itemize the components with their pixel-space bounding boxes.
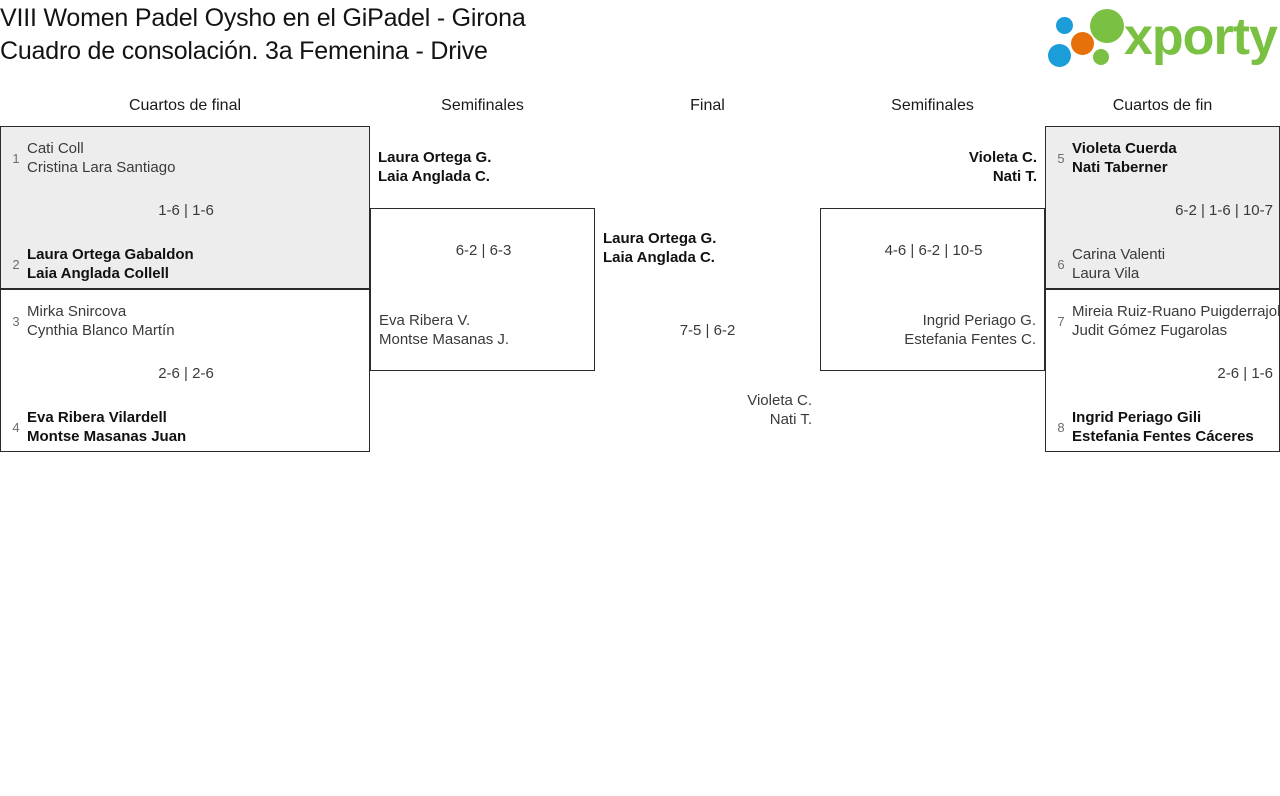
player-1-name: Eva Ribera Vilardell [27, 409, 167, 426]
player-1-name: Laura Ortega G. [603, 230, 717, 247]
player-2-name: Estefania Fentes C. [904, 331, 1036, 348]
logo-dot-blue-small [1056, 17, 1073, 34]
player-2-name: Laia Anglada C. [603, 249, 715, 266]
seed-number: 7 [1057, 313, 1065, 329]
player-2-name: Montse Masanas J. [379, 331, 510, 348]
player-2-name: Cristina Lara Santiago [27, 159, 176, 176]
match-qf3-team-top[interactable]: 5 Violeta Cuerda Nati Taberner [1054, 139, 1181, 177]
match-sf1[interactable]: 6-2 | 6-3 Eva Ribera V. Montse Masanas J… [370, 208, 595, 371]
match-sf2-team-bottom[interactable]: Ingrid Periago G. Estefania Fentes C. [904, 311, 1036, 349]
match-final-team-top[interactable]: Laura Ortega G. Laia Anglada C. [603, 229, 716, 267]
player-1-name: Cati Coll [27, 140, 84, 157]
player-2-name: Nati Taberner [1072, 159, 1168, 176]
match-qf4-score: 2-6 | 1-6 [1217, 365, 1273, 382]
player-1-name: Laura Ortega Gabaldon [27, 246, 194, 263]
match-qf2-team-top[interactable]: 3 Mirka Snircova Cynthia Blanco Martín [9, 302, 179, 340]
match-qf2[interactable]: 3 Mirka Snircova Cynthia Blanco Martín 2… [0, 289, 370, 452]
match-qf2-team-bottom[interactable]: 4 Eva Ribera Vilardell Montse Masanas Ju… [9, 408, 190, 446]
team-names: Carina Valenti Laura Vila [1068, 245, 1169, 283]
match-qf4[interactable]: 7 Mireia Ruiz-Ruano Puigderrajols Judit … [1045, 289, 1280, 452]
match-qf3-score: 6-2 | 1-6 | 10-7 [1175, 202, 1273, 219]
team-names: Ingrid Periago Gili Estefania Fentes Các… [1068, 408, 1258, 446]
player-1-name: Ingrid Periago Gili [1072, 409, 1202, 426]
match-final[interactable]: 7-5 | 6-2 Violeta C. Nati T. [595, 289, 820, 452]
xporty-logo[interactable]: xporty [1048, 6, 1278, 68]
match-qf4-team-bottom[interactable]: 8 Ingrid Periago Gili Estefania Fentes C… [1054, 408, 1258, 446]
logo-dot-orange [1071, 32, 1094, 55]
seed-number: 1 [12, 150, 20, 166]
match-sf2[interactable]: 4-6 | 6-2 | 10-5 Ingrid Periago G. Estef… [820, 208, 1045, 371]
team-names: Eva Ribera Vilardell Montse Masanas Juan [23, 408, 190, 446]
player-2-name: Laia Anglada Collell [27, 265, 169, 282]
player-1-name: Laura Ortega G. [378, 149, 492, 166]
match-qf3[interactable]: 5 Violeta Cuerda Nati Taberner 6-2 | 1-6… [1045, 126, 1280, 289]
team-names: Cati Coll Cristina Lara Santiago [23, 139, 179, 177]
match-sf1-team-bottom[interactable]: Eva Ribera V. Montse Masanas J. [379, 311, 509, 349]
seed-number: 2 [12, 256, 20, 272]
player-2-name: Estefania Fentes Cáceres [1072, 428, 1254, 445]
player-2-name: Nati T. [769, 411, 812, 428]
seed-number: 4 [12, 419, 20, 435]
player-2-name: Laura Vila [1072, 265, 1140, 282]
page-header: VIII Women Padel Oysho en el GiPadel - G… [0, 0, 1280, 78]
player-2-name: Nati T. [992, 168, 1037, 185]
player-2-name: Montse Masanas Juan [27, 428, 187, 445]
match-sf2-team-top[interactable]: Violeta C. Nati T. [969, 148, 1037, 186]
round-header-cuartos-de-final-left: Cuartos de final [128, 97, 242, 114]
logo-wordmark: xporty [1124, 8, 1278, 66]
logo-dot-green-small [1093, 49, 1109, 65]
match-qf1-team-bottom[interactable]: 2 Laura Ortega Gabaldon Laia Anglada Col… [9, 245, 198, 283]
logo-dot-green-large [1090, 9, 1124, 43]
team-names: Violeta Cuerda Nati Taberner [1068, 139, 1181, 177]
player-1-name: Ingrid Periago G. [922, 312, 1036, 329]
match-sf2-score: 4-6 | 6-2 | 10-5 [884, 242, 983, 259]
seed-number: 5 [1057, 150, 1065, 166]
round-header-semifinales-right: Semifinales [891, 97, 974, 114]
round-header-cuartos-de-final-right: Cuartos de fin [1112, 97, 1213, 114]
round-header-semifinales-left: Semifinales [441, 97, 524, 114]
bracket-subtitle: Cuadro de consolación. 3a Femenina - Dri… [0, 37, 488, 65]
team-names: Mireia Ruiz-Ruano Puigderrajols Judit Gó… [1068, 302, 1280, 340]
player-2-name: Laia Anglada C. [378, 168, 490, 185]
player-1-name: Violeta C. [968, 149, 1037, 166]
match-sf1-score: 6-2 | 6-3 [455, 242, 512, 259]
match-qf1-score: 1-6 | 1-6 [158, 202, 214, 219]
page-title: VIII Women Padel Oysho en el GiPadel - G… [0, 2, 526, 68]
team-names: Laura Ortega Gabaldon Laia Anglada Colle… [23, 245, 198, 283]
match-final-team-bottom[interactable]: Violeta C. Nati T. [747, 391, 812, 429]
player-1-name: Violeta C. [747, 392, 812, 409]
logo-dot-blue-large [1048, 44, 1071, 67]
match-qf3-team-bottom[interactable]: 6 Carina Valenti Laura Vila [1054, 245, 1169, 283]
player-1-name: Carina Valenti [1072, 246, 1166, 263]
seed-number: 6 [1057, 256, 1065, 272]
team-names: Mirka Snircova Cynthia Blanco Martín [23, 302, 179, 340]
match-final-score: 7-5 | 6-2 [679, 322, 736, 339]
match-qf1[interactable]: 1 Cati Coll Cristina Lara Santiago 1-6 |… [0, 126, 370, 289]
seed-number: 8 [1057, 419, 1065, 435]
match-qf2-score: 2-6 | 2-6 [158, 365, 214, 382]
player-1-name: Mirka Snircova [27, 303, 127, 320]
match-qf4-team-top[interactable]: 7 Mireia Ruiz-Ruano Puigderrajols Judit … [1054, 302, 1280, 340]
player-2-name: Cynthia Blanco Martín [27, 322, 175, 339]
player-1-name: Violeta Cuerda [1072, 140, 1177, 157]
tournament-name: VIII Women Padel Oysho en el GiPadel - G… [0, 4, 526, 32]
match-qf1-team-top[interactable]: 1 Cati Coll Cristina Lara Santiago [9, 139, 179, 177]
seed-number: 3 [12, 313, 20, 329]
player-2-name: Judit Gómez Fugarolas [1072, 322, 1228, 339]
match-sf1-team-top[interactable]: Laura Ortega G. Laia Anglada C. [378, 148, 491, 186]
player-1-name: Mireia Ruiz-Ruano Puigderrajols [1072, 303, 1280, 320]
player-1-name: Eva Ribera V. [379, 312, 471, 329]
round-header-final: Final [690, 97, 725, 114]
